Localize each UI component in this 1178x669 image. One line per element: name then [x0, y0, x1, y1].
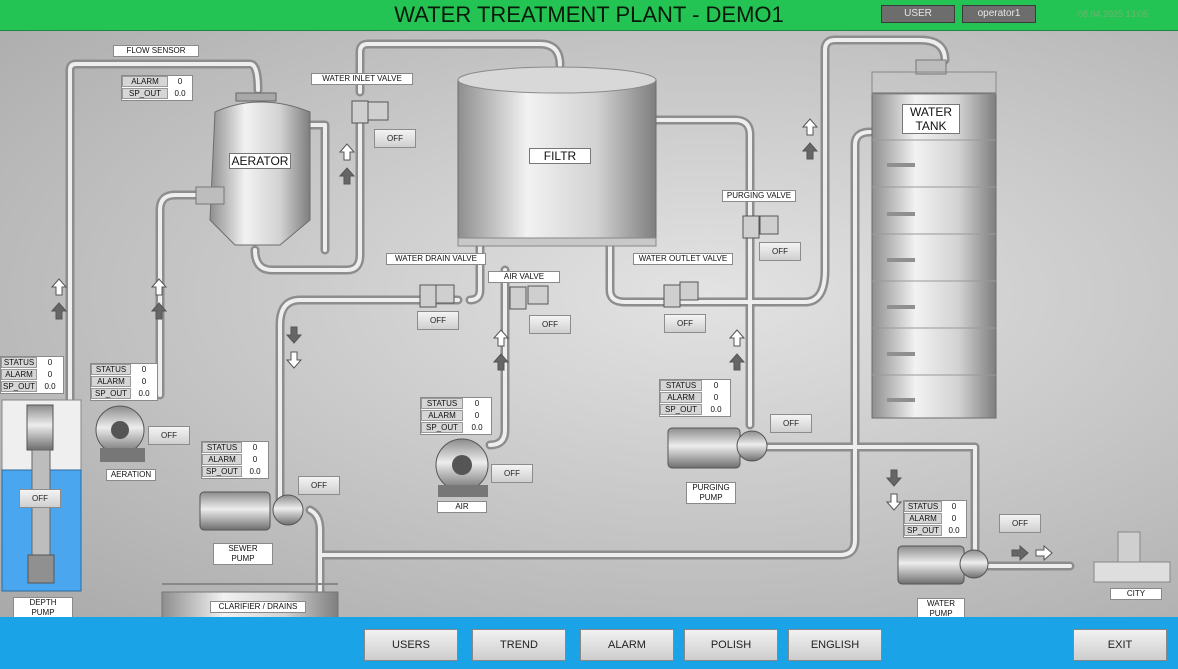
purging-pump-label: PURGING PUMP: [686, 482, 736, 504]
valve-bodies: [351, 100, 779, 310]
city-building: [1093, 531, 1171, 583]
aeration-blower: [95, 405, 145, 462]
aeration-off-button[interactable]: OFF: [148, 426, 190, 445]
polish-button[interactable]: POLISH: [684, 629, 778, 661]
water-pump-off-button[interactable]: OFF: [999, 514, 1041, 533]
aeration-label: AERATION: [106, 469, 156, 481]
air-off-button[interactable]: OFF: [491, 464, 533, 483]
alarm-button[interactable]: ALARM: [580, 629, 674, 661]
water-tank: [871, 59, 997, 419]
users-button[interactable]: USERS: [364, 629, 458, 661]
air-blower: [435, 438, 489, 497]
purging-valve-off-button[interactable]: OFF: [759, 242, 801, 261]
english-button[interactable]: ENGLISH: [788, 629, 882, 661]
water-inlet-valve-label: WATER INLET VALVE: [311, 73, 413, 85]
water-outlet-valve-off-button[interactable]: OFF: [664, 314, 706, 333]
clarifier-label: CLARIFIER / DRAINS: [210, 601, 306, 613]
trend-button[interactable]: TREND: [472, 629, 566, 661]
depth-pump-off-button[interactable]: OFF: [19, 489, 61, 508]
sewer-pump-off-button[interactable]: OFF: [298, 476, 340, 495]
footer-bar: USERS TREND ALARM POLISH ENGLISH EXIT: [0, 617, 1178, 669]
aerator-label: AERATOR: [229, 153, 291, 169]
purging-valve-label: PURGING VALVE: [722, 190, 796, 202]
air-label: AIR: [437, 501, 487, 513]
purging-pump-motor: [667, 427, 768, 469]
water-drain-valve-label: WATER DRAIN VALVE: [386, 253, 486, 265]
piping-diagram: [1, 35, 1171, 617]
header-bar: WATER TREATMENT PLANT - DEMO1 USER opera…: [0, 0, 1178, 31]
water-inlet-valve-off-button[interactable]: OFF: [374, 129, 416, 148]
sewer-pump-motor: [199, 491, 304, 531]
flow-arrows: [50, 118, 1053, 562]
air-valve-label: AIR VALVE: [488, 271, 560, 283]
city-label: CITY: [1110, 588, 1162, 600]
water-pump-label: WATER PUMP: [917, 598, 965, 617]
process-canvas: FLOW SENSOR AERATOR FILTR WATER TANK WAT…: [0, 31, 1178, 617]
aerator-vessel: [195, 92, 311, 246]
filtr-label: FILTR: [529, 148, 591, 164]
water-drain-valve-off-button[interactable]: OFF: [417, 311, 459, 330]
exit-button[interactable]: EXIT: [1073, 629, 1167, 661]
water-pump-motor: [897, 545, 989, 585]
air-valve-off-button[interactable]: OFF: [529, 315, 571, 334]
water-outlet-valve-label: WATER OUTLET VALVE: [633, 253, 733, 265]
user-value[interactable]: operator1: [962, 5, 1036, 23]
clock: 08.04.2025 13:05: [1077, 9, 1148, 19]
water-tank-label: WATER TANK: [902, 104, 960, 134]
user-label: USER: [881, 5, 955, 23]
depth-pump-label: DEPTH PUMP: [13, 597, 73, 617]
page-title: WATER TREATMENT PLANT - DEMO1: [394, 2, 784, 27]
purging-pump-off-button[interactable]: OFF: [770, 414, 812, 433]
flow-sensor-label: FLOW SENSOR: [113, 45, 199, 57]
sewer-pump-label: SEWER PUMP: [213, 543, 273, 565]
